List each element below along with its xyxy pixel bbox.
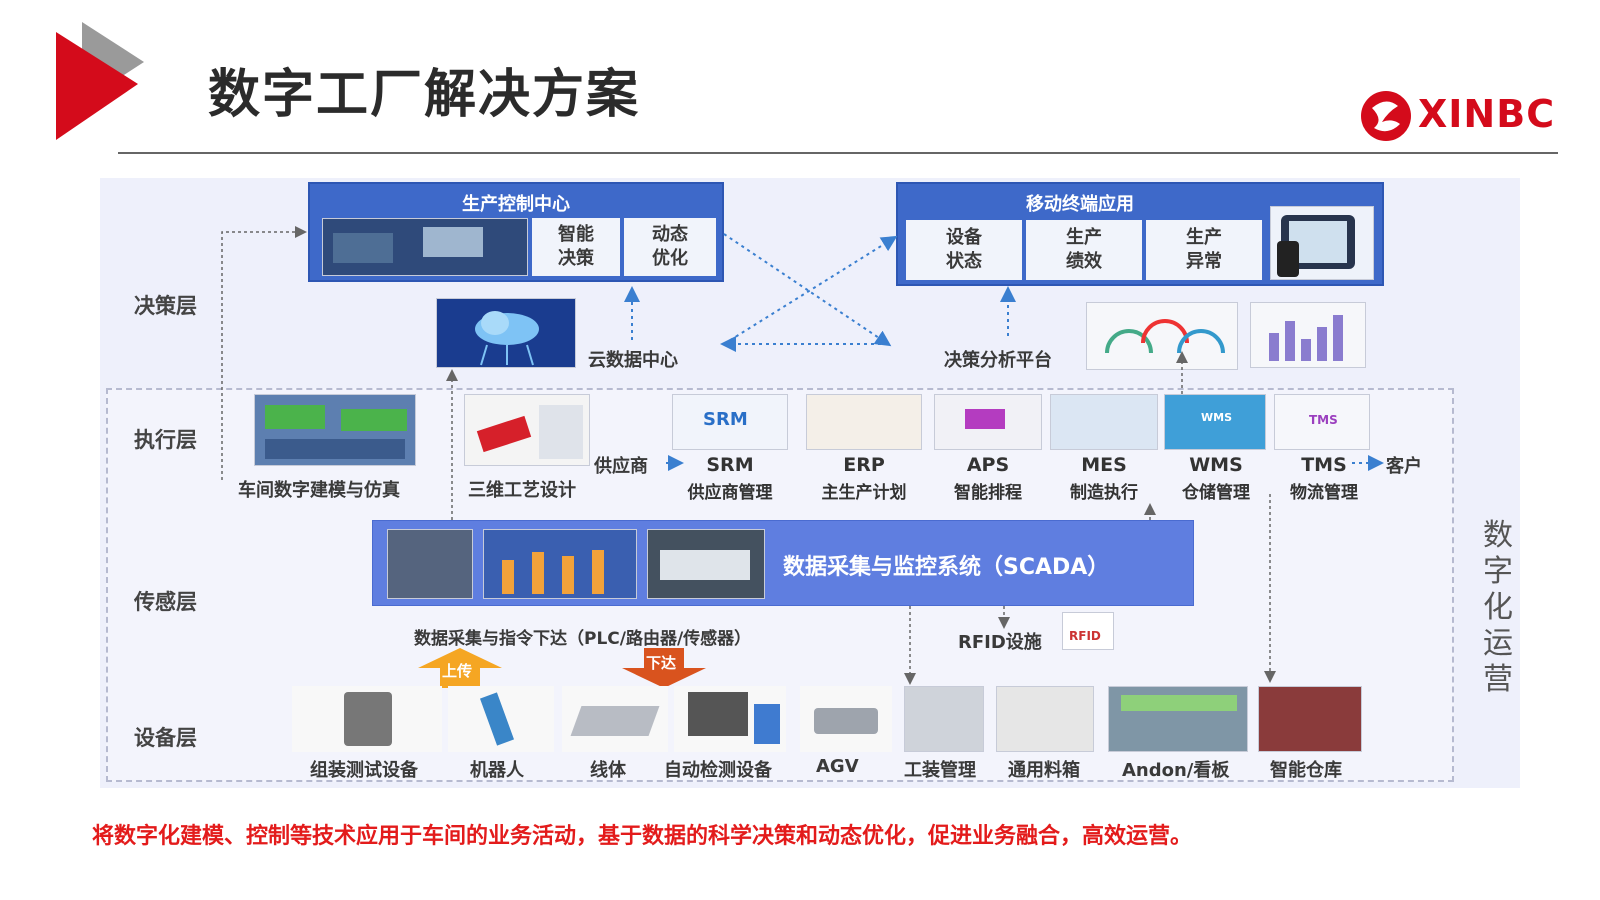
module-name-srm: SRM [706, 454, 754, 476]
tms-image: TMS [1274, 394, 1370, 450]
mobile-apps-title: 移动终端应用 [1026, 194, 1134, 215]
device-label-inspection: 自动检测设备 [664, 760, 772, 781]
device-label-line: 线体 [590, 760, 626, 781]
module-sub-tms: 物流管理 [1290, 483, 1358, 503]
bar-report-image [1250, 302, 1366, 368]
device-label-agv: AGV [816, 756, 859, 777]
module-name-mes: MES [1081, 454, 1127, 476]
cell-production-performance: 生产 绩效 [1026, 220, 1142, 280]
device-label-tooling: 工装管理 [904, 760, 976, 781]
data-acquisition-label: 数据采集与指令下达（PLC/路由器/传感器） [414, 629, 752, 649]
side-label-digital-operations: 数字化运营 [1483, 518, 1513, 697]
wms-badge-text: WMS [1201, 411, 1233, 424]
module-name-erp: ERP [843, 454, 885, 476]
module-sub-erp: 主生产计划 [821, 483, 907, 503]
auto-inspection-image [674, 686, 786, 752]
workshop-model-image [254, 394, 416, 466]
scada-bars-icon [502, 550, 604, 594]
layer-label-execution: 执行层 [134, 428, 197, 452]
download-label: 下达 [646, 654, 677, 672]
module-sub-mes: 制造执行 [1070, 483, 1138, 503]
rfid-label: RFID设施 [958, 632, 1042, 653]
decision-analysis-label: 决策分析平台 [944, 350, 1052, 371]
tablet-phone-image [1270, 206, 1374, 280]
robot-image [448, 686, 554, 752]
header-divider [118, 152, 1558, 154]
scada-screen-1 [387, 529, 473, 599]
module-sub-aps: 智能排程 [954, 483, 1022, 503]
device-label-assembly: 组装测试设备 [310, 760, 418, 781]
device-label-andon: Andon/看板 [1122, 760, 1230, 781]
aps-image [934, 394, 1042, 450]
rfid-icon: RFID [1062, 612, 1114, 650]
3d-design-image [464, 394, 590, 466]
srm-image: SRM [672, 394, 788, 450]
control-center-panel: 生产控制中心 智能 决策 动态 优化 [308, 182, 724, 282]
bar-chart-icon [1269, 315, 1343, 361]
module-sub-wms: 仓储管理 [1182, 483, 1250, 503]
layer-label-sensing: 传感层 [134, 590, 197, 614]
device-label-robot: 机器人 [470, 760, 524, 781]
device-label-warehouse: 智能仓库 [1270, 760, 1342, 781]
page-title: 数字工厂解决方案 [208, 65, 641, 125]
andon-image [1108, 686, 1248, 752]
scada-factory-screen [647, 529, 765, 599]
upload-arrow-icon [418, 648, 502, 688]
mes-image [1050, 394, 1158, 450]
logo-text: XINBC [1418, 92, 1556, 136]
supplier-label: 供应商 [594, 456, 648, 477]
smart-warehouse-image [1258, 686, 1362, 752]
gauges-image [1086, 302, 1238, 370]
module-name-tms: TMS [1301, 454, 1347, 476]
cell-dynamic-optimization: 动态 优化 [624, 218, 716, 276]
module-name-aps: APS [966, 454, 1010, 476]
module-name-wms: WMS [1189, 454, 1243, 476]
tms-badge-text: TMS [1309, 413, 1338, 427]
scada-banner: 数据采集与监控系统（SCADA） [372, 520, 1194, 606]
assembly-test-image [292, 686, 442, 752]
layer-label-decision: 决策层 [134, 294, 197, 318]
logo-mark-icon [1361, 91, 1411, 141]
control-center-title: 生产控制中心 [462, 194, 570, 215]
line-body-image [562, 686, 668, 752]
cell-smart-decision: 智能 决策 [532, 218, 620, 276]
cloud-data-center-image [436, 298, 576, 368]
srm-badge-text: SRM [703, 409, 748, 430]
3d-process-design-label: 三维工艺设计 [468, 480, 576, 501]
summary-statement: 将数字化建模、控制等技术应用于车间的业务活动，基于数据的科学决策和动态优化，促进… [92, 824, 1193, 849]
bins-image [996, 686, 1094, 752]
xinbc-logo: XINBC [1358, 88, 1554, 146]
control-room-image [322, 218, 528, 276]
module-sub-srm: 供应商管理 [687, 483, 773, 503]
device-label-bins: 通用料箱 [1008, 760, 1080, 781]
erp-image [806, 394, 922, 450]
cell-production-exception: 生产 异常 [1146, 220, 1262, 280]
agv-image [800, 686, 892, 752]
layer-label-device: 设备层 [134, 726, 197, 750]
play-triangle-icon [56, 22, 144, 140]
cloud-data-center-label: 云数据中心 [588, 350, 678, 371]
cloud-icon [475, 311, 539, 366]
scada-bar-screen [483, 529, 637, 599]
customer-label: 客户 [1386, 456, 1422, 477]
mobile-apps-panel: 移动终端应用 设备 状态 生产 绩效 生产 异常 [896, 182, 1384, 286]
download-arrow-icon [622, 648, 706, 688]
gauge-icon [1105, 319, 1225, 354]
tooling-image [904, 686, 984, 752]
workshop-modeling-label: 车间数字建模与仿真 [238, 480, 400, 501]
rfid-tag-text: RFID [1069, 629, 1101, 643]
wms-image: WMS [1164, 394, 1266, 450]
scada-label: 数据采集与监控系统（SCADA） [783, 555, 1110, 580]
upload-label: 上传 [442, 662, 473, 680]
cell-equipment-status: 设备 状态 [906, 220, 1022, 280]
